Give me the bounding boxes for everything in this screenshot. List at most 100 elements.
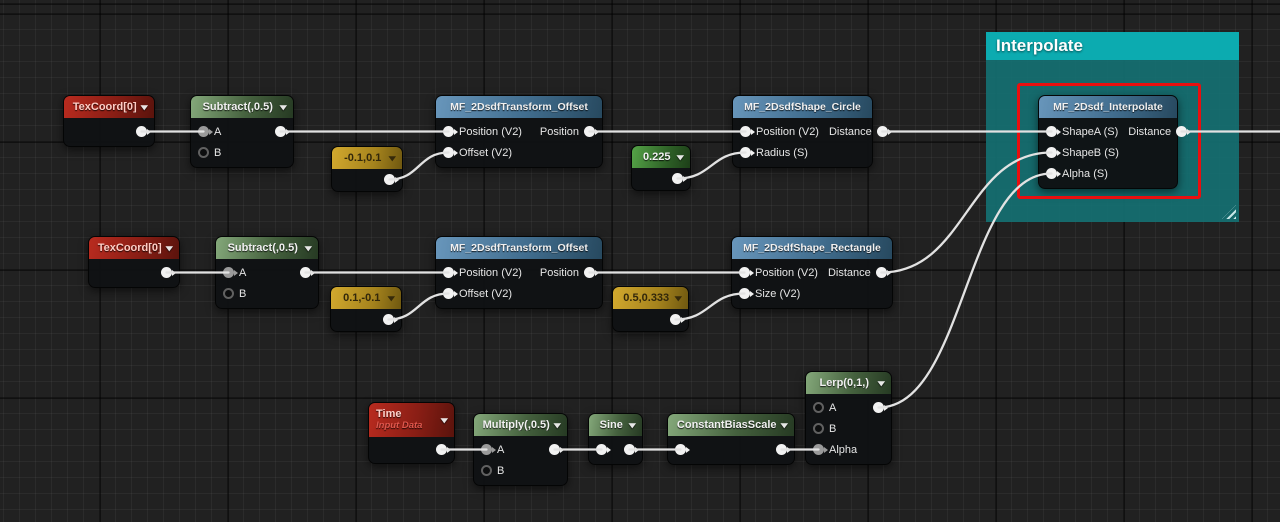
pin-position-output[interactable] <box>584 126 599 137</box>
node-transform-offset-mid[interactable]: MF_2DsdfTransform_Offset Position (V2)Po… <box>435 236 603 309</box>
pin-output[interactable] <box>136 126 151 137</box>
pin-output[interactable] <box>384 174 399 185</box>
node-constant-bias-scale[interactable]: ConstantBiasScale ▾ <box>667 413 795 465</box>
pin-output[interactable] <box>436 444 451 455</box>
chevron-down-icon[interactable]: ▾ <box>166 242 174 253</box>
pin-output[interactable] <box>549 444 564 455</box>
chevron-down-icon[interactable]: ▾ <box>280 101 288 112</box>
node-multiply[interactable]: Multiply(,0.5) ▾ A B <box>473 413 568 486</box>
node-lerp[interactable]: Lerp(0,1,) ▾ A B Alpha <box>805 371 892 465</box>
pin-offset-input[interactable] <box>443 147 458 158</box>
node-title: Lerp(0,1,) <box>819 377 869 389</box>
pin-output[interactable] <box>275 126 290 137</box>
node-header[interactable]: Subtract(,0.5) ▾ <box>216 237 318 259</box>
pin-shapea-input[interactable] <box>1046 126 1061 137</box>
pin-output[interactable] <box>672 173 687 184</box>
node-sine[interactable]: Sine ▾ <box>588 413 643 465</box>
node-header[interactable]: MF_2DsdfTransform_Offset <box>436 96 602 118</box>
node-header[interactable]: MF_2DsdfShape_Circle <box>733 96 872 118</box>
node-constant-radius[interactable]: 0.225 ▾ <box>631 145 691 191</box>
node-header[interactable]: -0.1,0.1 ▾ <box>332 147 402 169</box>
pin-output[interactable] <box>776 444 791 455</box>
pin-output[interactable] <box>670 314 685 325</box>
node-header[interactable]: 0.1,-0.1 ▾ <box>331 287 401 309</box>
node-subtract-top[interactable]: Subtract(,0.5) ▾ A B <box>190 95 294 168</box>
node-constant-offset-top[interactable]: -0.1,0.1 ▾ <box>331 146 403 192</box>
chevron-down-icon[interactable]: ▾ <box>388 292 396 303</box>
node-header[interactable]: TexCoord[0] ▾ <box>89 237 179 259</box>
chevron-down-icon[interactable]: ▾ <box>629 419 637 430</box>
node-constant-size[interactable]: 0.5,0.333 ▾ <box>612 286 689 332</box>
pin-label: Position <box>539 125 579 138</box>
node-constant-offset-mid[interactable]: 0.1,-0.1 ▾ <box>330 286 402 332</box>
pin-a-input[interactable] <box>481 444 496 455</box>
node-texcoord-top[interactable]: TexCoord[0] ▾ <box>63 95 155 147</box>
pin-distance-output[interactable] <box>876 126 892 137</box>
node-header[interactable]: MF_2DsdfTransform_Offset <box>436 237 602 259</box>
pin-position-output[interactable] <box>584 267 599 278</box>
chevron-down-icon[interactable]: ▾ <box>554 419 562 430</box>
node-header[interactable]: Lerp(0,1,) ▾ <box>806 372 891 394</box>
pin-distance-output[interactable] <box>875 267 891 278</box>
chevron-down-icon[interactable]: ▾ <box>677 151 685 162</box>
node-header[interactable]: Subtract(,0.5) ▾ <box>191 96 293 118</box>
pin-label: B <box>239 287 247 300</box>
node-header[interactable]: MF_2DsdfShape_Rectangle <box>732 237 892 259</box>
node-subtract-mid[interactable]: Subtract(,0.5) ▾ A B <box>215 236 319 309</box>
pin-size-input[interactable] <box>739 288 754 299</box>
pin-input[interactable] <box>675 444 690 455</box>
node-header[interactable]: TexCoord[0] ▾ <box>64 96 154 118</box>
node-shape-circle[interactable]: MF_2DsdfShape_Circle Position (V2)Distan… <box>732 95 892 168</box>
pin-a-input[interactable] <box>198 126 213 137</box>
pin-output[interactable] <box>300 267 315 278</box>
node-header[interactable]: 0.5,0.333 ▾ <box>613 287 688 309</box>
node-header[interactable]: Multiply(,0.5) ▾ <box>474 414 567 436</box>
pin-position-input[interactable] <box>443 267 458 278</box>
node-title: Sine <box>599 419 623 431</box>
chevron-down-icon[interactable]: ▾ <box>878 377 886 388</box>
pin-b-input[interactable] <box>481 465 492 476</box>
pin-offset-input[interactable] <box>443 288 458 299</box>
pin-a-input[interactable] <box>813 402 824 413</box>
pin-a-input[interactable] <box>223 267 238 278</box>
pin-b-input[interactable] <box>198 147 209 158</box>
pin-output[interactable] <box>624 444 639 455</box>
node-header[interactable]: ConstantBiasScale ▾ <box>668 414 794 436</box>
node-title: ConstantBiasScale <box>676 419 777 431</box>
node-header[interactable]: MF_2Dsdf_Interpolate <box>1039 96 1177 118</box>
chevron-down-icon[interactable]: ▾ <box>781 419 789 430</box>
chevron-down-icon[interactable]: ▾ <box>305 242 313 253</box>
pin-b-input[interactable] <box>223 288 234 299</box>
node-sdf-interpolate[interactable]: MF_2Dsdf_Interpolate ShapeA (S)Distance … <box>1038 95 1192 189</box>
pin-b-input[interactable] <box>813 423 824 434</box>
pin-input[interactable] <box>596 444 611 455</box>
pin-shapeb-input[interactable] <box>1046 147 1061 158</box>
pin-position-input[interactable] <box>443 126 458 137</box>
pin-label: B <box>829 422 837 435</box>
chevron-down-icon[interactable]: ▾ <box>141 101 149 112</box>
node-header[interactable]: Sine ▾ <box>589 414 642 436</box>
pin-position-input[interactable] <box>739 267 754 278</box>
pin-radius-input[interactable] <box>740 147 755 158</box>
node-header[interactable]: 0.225 ▾ <box>632 146 690 168</box>
chevron-down-icon[interactable]: ▾ <box>441 414 449 425</box>
node-title: MF_2DsdfTransform_Offset <box>450 101 588 113</box>
pin-alpha-input[interactable] <box>1046 168 1061 179</box>
pin-label: Alpha (S) <box>1062 167 1108 180</box>
chevron-down-icon[interactable]: ▾ <box>675 292 683 303</box>
chevron-down-icon[interactable]: ▾ <box>389 152 397 163</box>
node-title: MF_2DsdfTransform_Offset <box>450 242 588 254</box>
pin-alpha-input[interactable] <box>813 444 828 455</box>
node-texcoord-mid[interactable]: TexCoord[0] ▾ <box>88 236 180 288</box>
pin-output[interactable] <box>161 267 176 278</box>
node-shape-rectangle[interactable]: MF_2DsdfShape_Rectangle Position (V2)Dis… <box>731 236 893 309</box>
pin-distance-output[interactable] <box>1176 126 1192 137</box>
pin-output[interactable] <box>873 402 888 413</box>
comment-title[interactable]: Interpolate <box>986 32 1239 60</box>
node-transform-offset-top[interactable]: MF_2DsdfTransform_Offset Position (V2)Po… <box>435 95 603 168</box>
pin-position-input[interactable] <box>740 126 755 137</box>
pin-output[interactable] <box>383 314 398 325</box>
